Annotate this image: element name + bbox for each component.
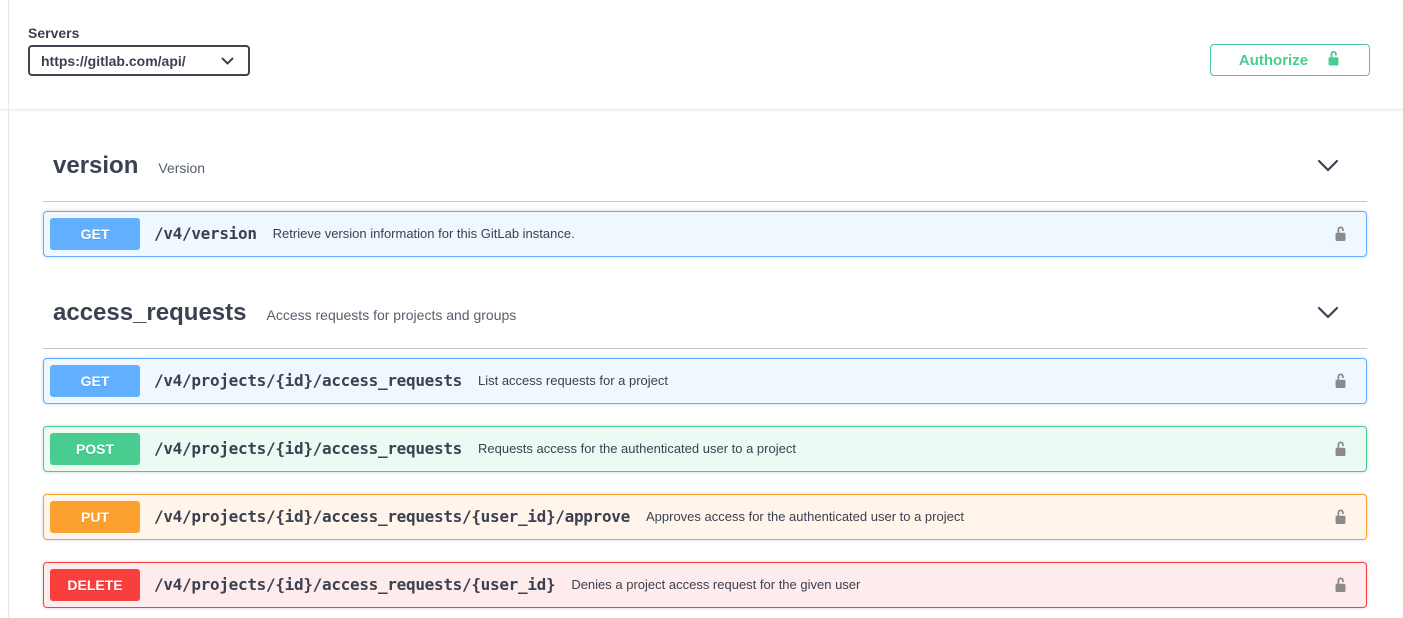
- endpoint-path: /v4/projects/{id}/access_requests: [154, 371, 462, 390]
- authorize-button-label: Authorize: [1239, 52, 1308, 69]
- tag-header-version[interactable]: version Version: [43, 138, 1367, 202]
- endpoint-path: /v4/projects/{id}/access_requests: [154, 439, 462, 458]
- auth-lock-icon[interactable]: [1333, 224, 1348, 243]
- endpoint-summary: Denies a project access request for the …: [571, 577, 860, 592]
- api-sections-wrapper: version Version GET /v4/version Retrieve…: [43, 138, 1367, 608]
- collapse-chevron-icon[interactable]: [1317, 159, 1339, 173]
- auth-wrapper: Authorize: [1210, 44, 1370, 109]
- opblock-put-access-requests-approve[interactable]: PUT /v4/projects/{id}/access_requests/{u…: [43, 494, 1367, 540]
- authorize-button[interactable]: Authorize: [1210, 44, 1370, 76]
- endpoint-path: /v4/version: [154, 224, 257, 243]
- tag-description: Version: [158, 156, 205, 176]
- opblock-post-access-requests[interactable]: POST /v4/projects/{id}/access_requests R…: [43, 426, 1367, 472]
- opblock-get-access-requests[interactable]: GET /v4/projects/{id}/access_requests Li…: [43, 358, 1367, 404]
- method-badge: DELETE: [50, 569, 140, 601]
- tag-header-access-requests[interactable]: access_requests Access requests for proj…: [43, 285, 1367, 349]
- auth-lock-icon[interactable]: [1333, 371, 1348, 390]
- method-badge: GET: [50, 365, 140, 397]
- servers-block: Servers https://gitlab.com/api/: [28, 25, 250, 109]
- method-badge: POST: [50, 433, 140, 465]
- collapse-chevron-icon[interactable]: [1317, 306, 1339, 320]
- endpoint-summary: Approves access for the authenticated us…: [646, 509, 964, 524]
- unlock-icon: [1326, 49, 1341, 71]
- auth-lock-icon[interactable]: [1333, 439, 1348, 458]
- opblock-delete-access-requests[interactable]: DELETE /v4/projects/{id}/access_requests…: [43, 562, 1367, 608]
- server-select[interactable]: https://gitlab.com/api/: [28, 45, 250, 76]
- server-select-value: https://gitlab.com/api/: [41, 53, 186, 69]
- auth-lock-icon[interactable]: [1333, 575, 1348, 594]
- method-badge: PUT: [50, 501, 140, 533]
- method-badge: GET: [50, 218, 140, 250]
- tag-description: Access requests for projects and groups: [266, 303, 516, 323]
- auth-lock-icon[interactable]: [1333, 507, 1348, 526]
- endpoint-summary: Requests access for the authenticated us…: [478, 441, 796, 456]
- page-left-edge-line: [8, 0, 9, 618]
- tag-title: access_requests: [53, 299, 246, 328]
- opblock-get-version[interactable]: GET /v4/version Retrieve version informa…: [43, 211, 1367, 257]
- endpoint-path: /v4/projects/{id}/access_requests/{user_…: [154, 507, 630, 526]
- chevron-down-icon: [221, 53, 234, 69]
- tag-section-access-requests: access_requests Access requests for proj…: [43, 285, 1367, 608]
- tag-section-version: version Version GET /v4/version Retrieve…: [43, 138, 1367, 257]
- endpoint-summary: List access requests for a project: [478, 373, 668, 388]
- scheme-container: Servers https://gitlab.com/api/ Authoriz…: [0, 0, 1403, 110]
- endpoint-summary: Retrieve version information for this Gi…: [273, 226, 575, 241]
- endpoint-path: /v4/projects/{id}/access_requests/{user_…: [154, 575, 555, 594]
- servers-label: Servers: [28, 25, 250, 41]
- tag-title: version: [53, 152, 138, 181]
